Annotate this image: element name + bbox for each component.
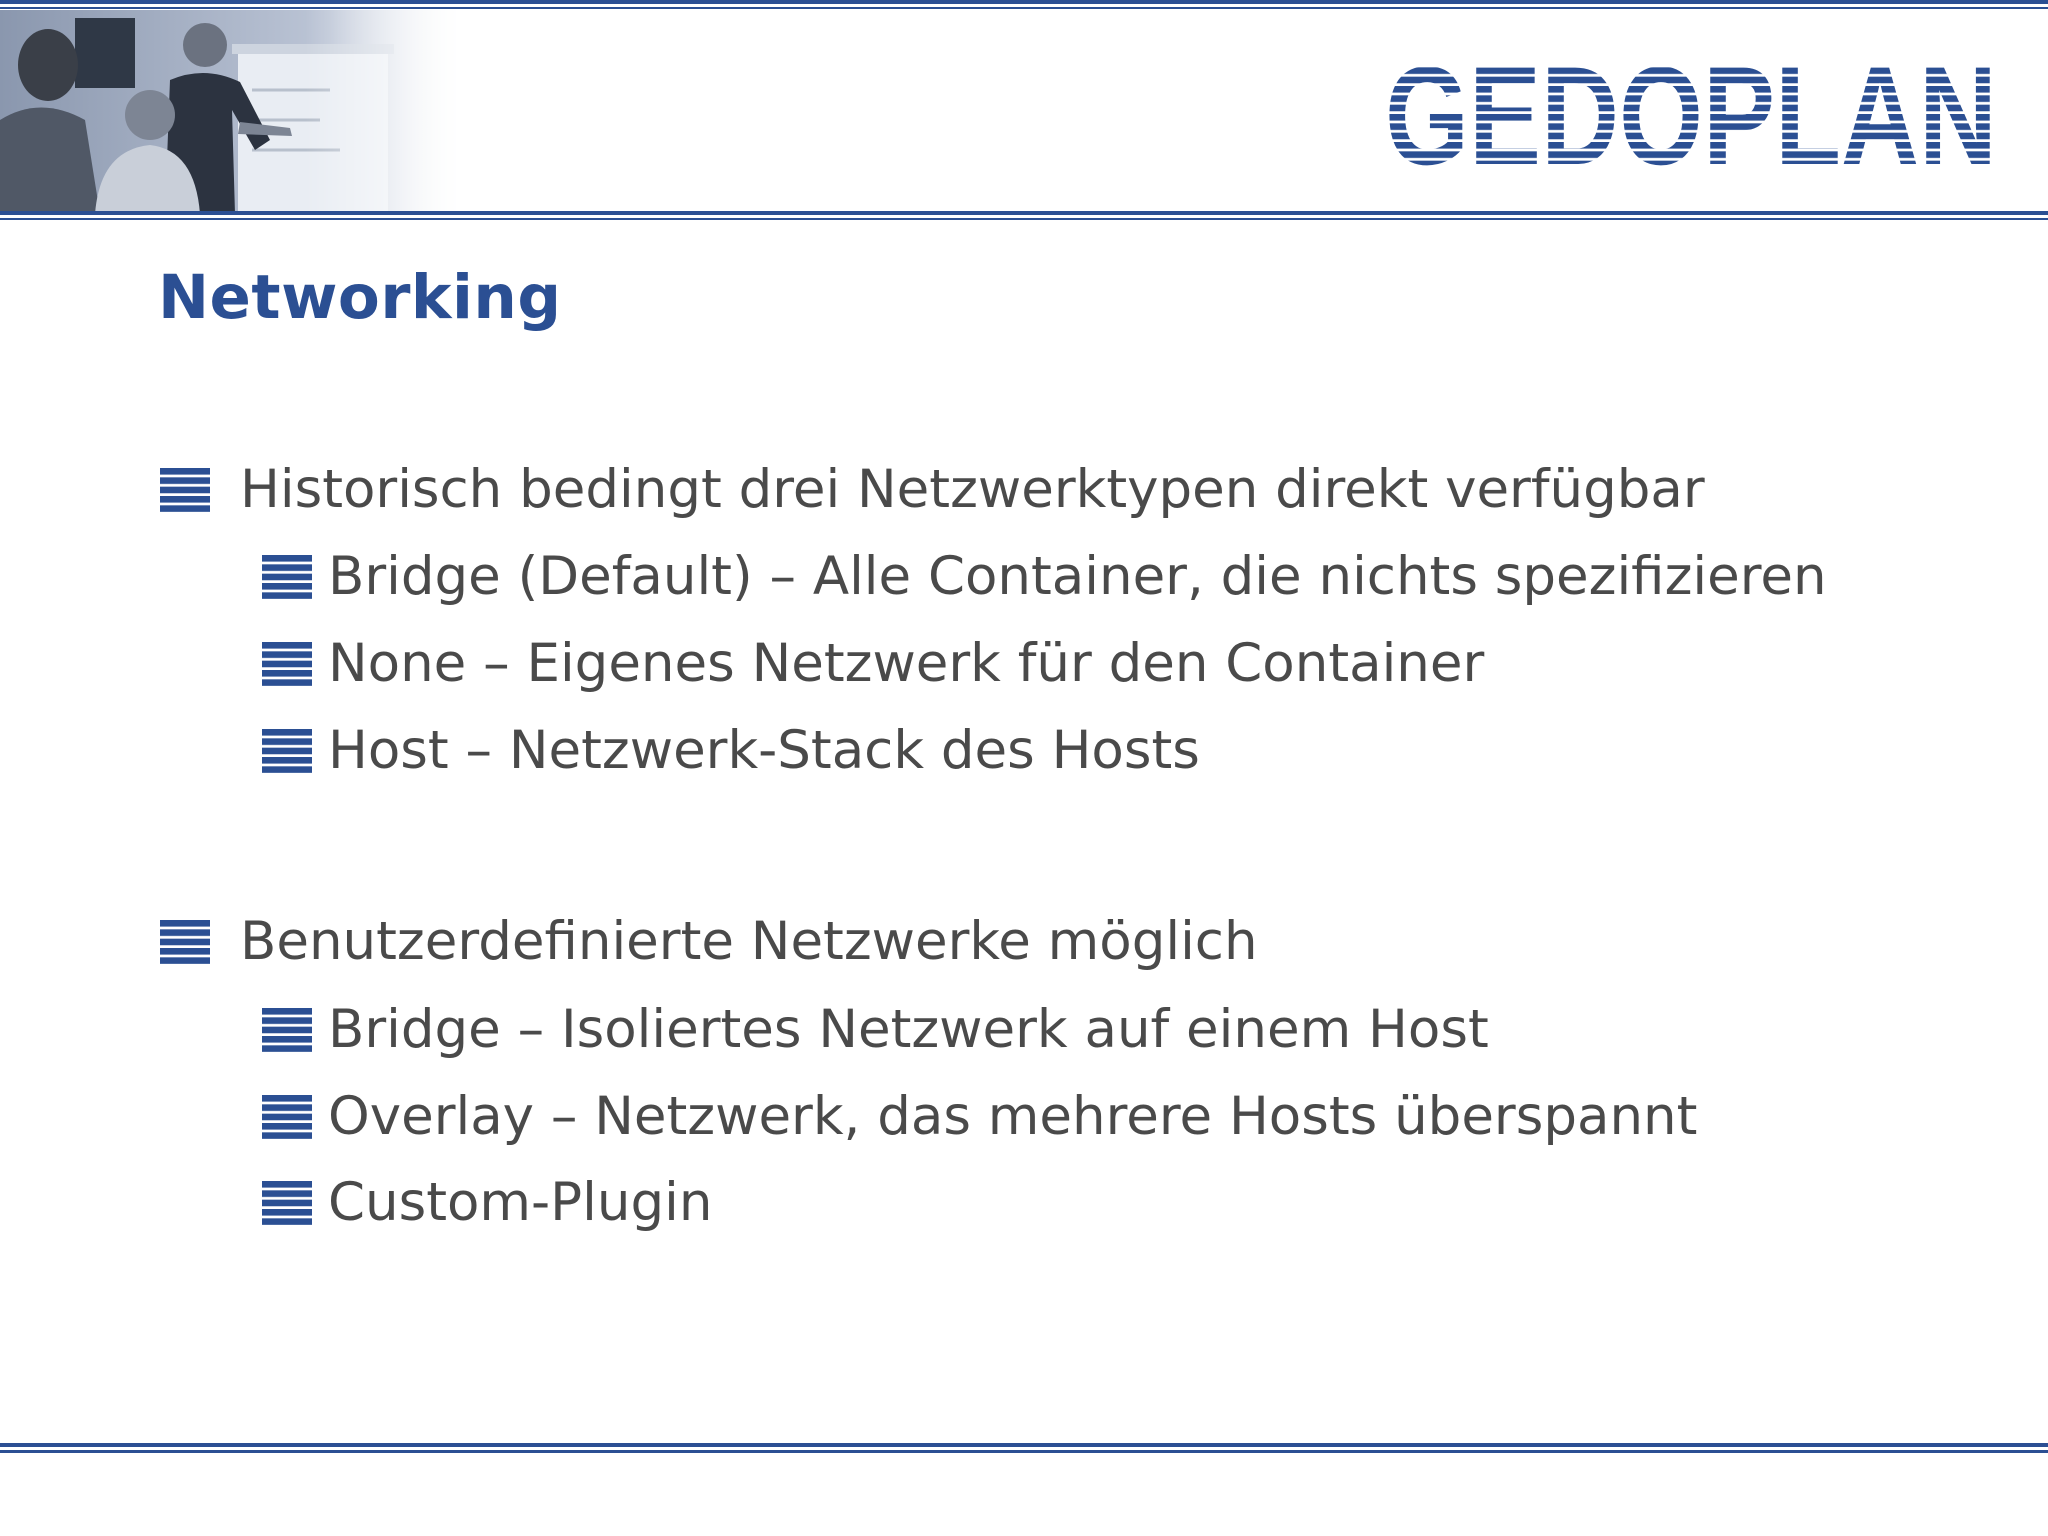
gedoplan-logo: GEDOPLAN xyxy=(1385,37,2000,194)
sub-bullet-item: Custom-Plugin xyxy=(262,1172,712,1233)
header-bottom-rule xyxy=(0,211,2048,220)
sub-bullet-text: Custom-Plugin xyxy=(328,1172,713,1233)
bullet-marker-icon xyxy=(262,1007,312,1052)
sub-bullet-text: Bridge (Default) – Alle Container, die n… xyxy=(328,546,1827,607)
sub-bullet-text: None – Eigenes Netzwerk für den Containe… xyxy=(328,633,1485,694)
bullet-item: Benutzerdefinierte Netzwerke möglich xyxy=(160,911,1258,972)
sub-bullet-text: Overlay – Netzwerk, das mehrere Hosts üb… xyxy=(328,1086,1698,1147)
bullet-marker-icon xyxy=(262,728,312,773)
sub-bullet-text: Host – Netzwerk-Stack des Hosts xyxy=(328,720,1200,781)
svg-text:GEDOPLAN: GEDOPLAN xyxy=(1385,58,1997,170)
sub-bullet-item: Bridge – Isoliertes Netzwerk auf einem H… xyxy=(262,999,1489,1060)
sub-bullet-item: Overlay – Netzwerk, das mehrere Hosts üb… xyxy=(262,1086,1697,1147)
sub-bullet-item: Bridge (Default) – Alle Container, die n… xyxy=(262,546,1827,607)
slide-title: Networking xyxy=(158,262,562,333)
sub-bullet-item: Host – Netzwerk-Stack des Hosts xyxy=(262,720,1200,781)
bullet-text: Benutzerdefinierte Netzwerke möglich xyxy=(240,911,1258,972)
bullet-marker-icon xyxy=(160,467,210,512)
bullet-marker-icon xyxy=(262,1094,312,1139)
bullet-marker-icon xyxy=(262,641,312,686)
bullet-marker-icon xyxy=(160,919,210,964)
bullet-marker-icon xyxy=(262,554,312,599)
header-photo xyxy=(0,10,470,214)
header-top-rule xyxy=(0,0,2048,9)
sub-bullet-text: Bridge – Isoliertes Netzwerk auf einem H… xyxy=(328,999,1489,1060)
footer-rule xyxy=(0,1443,2048,1453)
bullet-marker-icon xyxy=(262,1180,312,1225)
bullet-text: Historisch bedingt drei Netzwerktypen di… xyxy=(240,459,1705,520)
sub-bullet-item: None – Eigenes Netzwerk für den Containe… xyxy=(262,633,1484,694)
bullet-item: Historisch bedingt drei Netzwerktypen di… xyxy=(160,459,1705,520)
